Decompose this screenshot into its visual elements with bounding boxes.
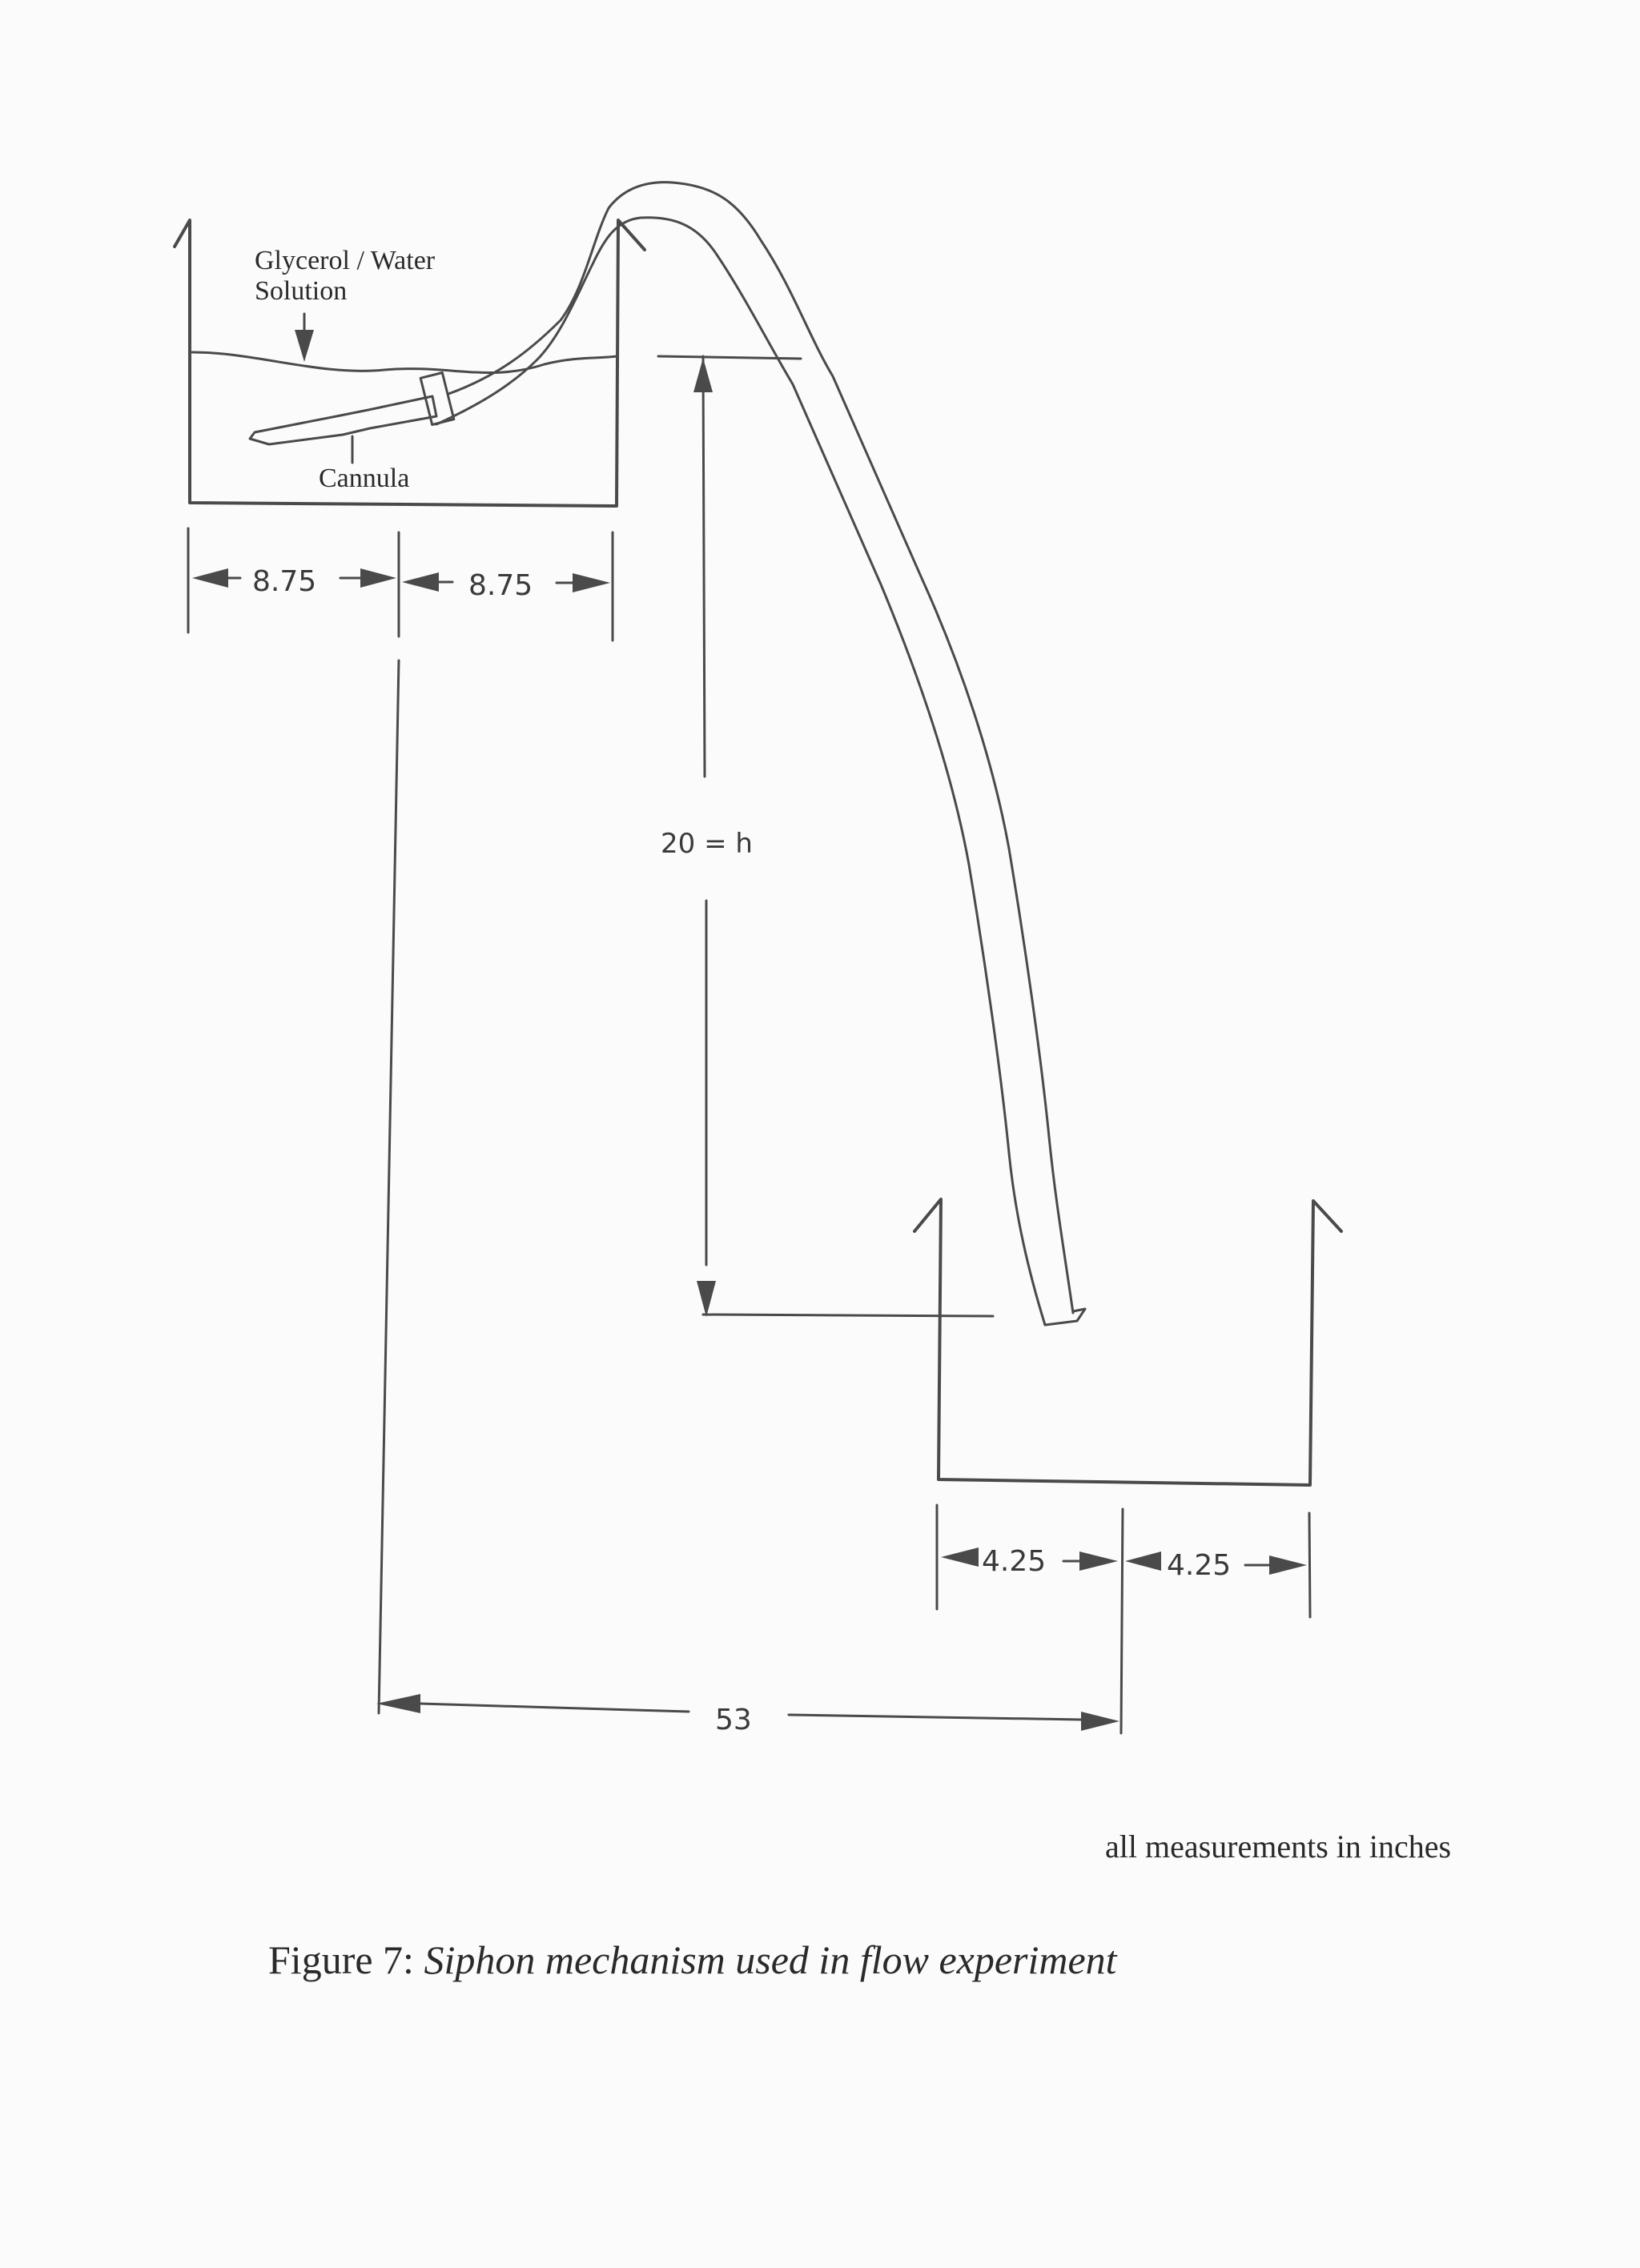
- height-dimension: [657, 355, 995, 1318]
- siphon-tube: [435, 181, 1087, 1327]
- figure-caption-text: Siphon mechanism used in flow experiment: [424, 1937, 1117, 1982]
- height-label: 20 = h: [661, 828, 753, 860]
- upper-width-dimension: [187, 527, 614, 642]
- lower-width-dimension: [935, 1503, 1312, 1619]
- figure-caption: Figure 7: Siphon mechanism used in flow …: [268, 1937, 1118, 1982]
- upper-reservoir: [173, 219, 646, 508]
- figure-caption-prefix: Figure 7:: [268, 1937, 424, 1982]
- upper-dim-left-label: 8.75: [252, 565, 316, 598]
- horizontal-distance-label: 53: [715, 1704, 752, 1736]
- horizontal-distance-dimension: [376, 659, 1124, 1735]
- solution-label-line1: Glycerol / Water: [255, 246, 436, 275]
- cannula-label: Cannula: [319, 464, 409, 493]
- units-note: all measurements in inches: [1105, 1828, 1451, 1865]
- upper-dim-right-label: 8.75: [468, 569, 533, 602]
- lower-dim-right-label: 4.25: [1167, 1549, 1231, 1582]
- lower-dim-left-label: 4.25: [982, 1545, 1046, 1578]
- solution-arrow: [295, 330, 314, 362]
- solution-label-line2: Solution: [255, 276, 347, 306]
- liquid-surface: [191, 351, 618, 374]
- lower-reservoir: [913, 1198, 1343, 1487]
- cannula: [248, 371, 456, 446]
